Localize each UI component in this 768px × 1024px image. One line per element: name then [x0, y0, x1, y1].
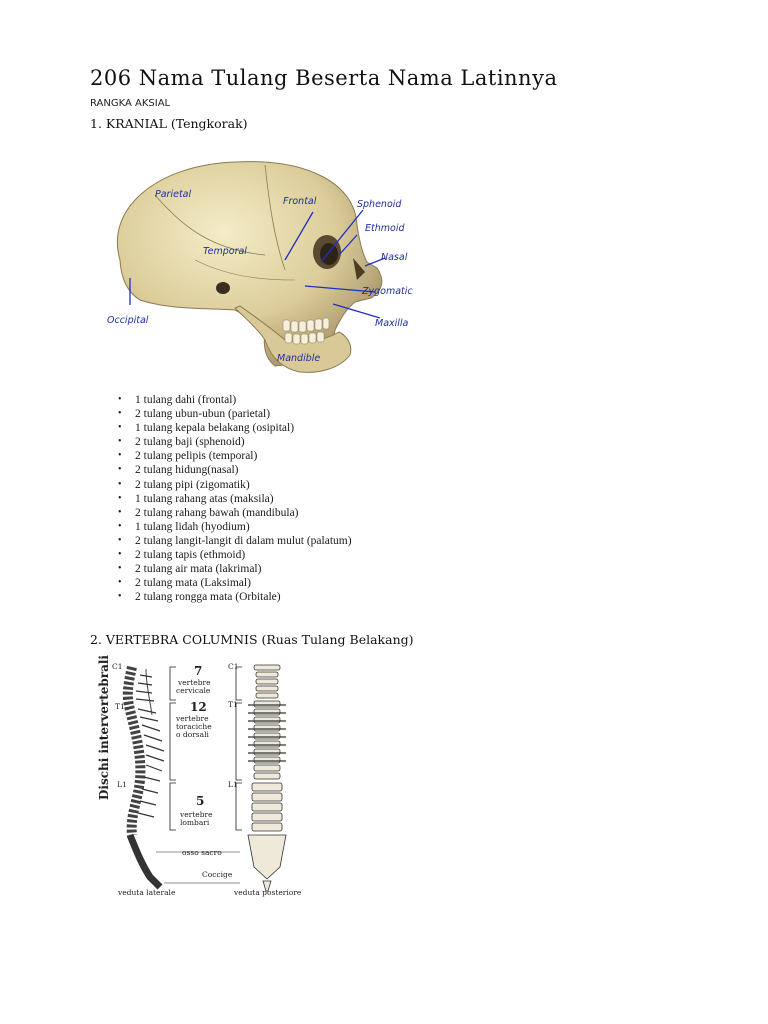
label-l1-posterior: L1 — [228, 780, 238, 789]
list-item: 2 tulang pipi (zigomatik) — [118, 478, 352, 492]
list-item: 2 tulang air mata (lakrimal) — [118, 562, 352, 576]
label-lateral-view: veduta laterale — [117, 888, 176, 897]
label-cervical-name-1: vertebre — [177, 678, 211, 687]
list-item: 2 tulang mata (Laksimal) — [118, 576, 352, 590]
bone-list-cranial: 1 tulang dahi (frontal) 2 tulang ubun-ub… — [118, 393, 352, 605]
label-occipital: Occipital — [107, 315, 149, 326]
label-l1-lateral: L1 — [117, 780, 127, 789]
label-lumbar-count: 5 — [196, 794, 204, 808]
list-item: 2 tulang ubun-ubun (parietal) — [118, 407, 352, 421]
label-thoracic-name-1: vertebre — [175, 714, 209, 723]
list-item: 1 tulang kepala belakang (osipital) — [118, 421, 352, 435]
label-c1-lateral: C1 — [112, 662, 123, 671]
label-ethmoid: Ethmoid — [365, 223, 405, 234]
label-parietal: Parietal — [155, 189, 191, 200]
label-thoracic-name-2: toraciche — [176, 722, 212, 731]
label-sacrum: osso sacro — [182, 848, 222, 857]
label-t1-posterior: T1 — [228, 700, 238, 709]
section-heading-vertebra: 2. VERTEBRA COLUMNIS (Ruas Tulang Belaka… — [90, 632, 414, 647]
page-title: 206 Nama Tulang Beserta Nama Latinnya — [90, 66, 558, 90]
label-lumbar-name-1: vertebre — [179, 810, 213, 819]
subheading: RANGKA AKSIAL — [90, 98, 171, 109]
label-thoracic-name-3: o dorsali — [176, 730, 210, 739]
label-mandible: Mandible — [277, 353, 320, 364]
list-item: 2 tulang tapis (ethmoid) — [118, 548, 352, 562]
list-item: 2 tulang pelipis (temporal) — [118, 449, 352, 463]
label-t1-lateral: T1 — [115, 702, 125, 711]
label-cervical-count: 7 — [194, 664, 202, 678]
list-item: 1 tulang dahi (frontal) — [118, 393, 352, 407]
spine-figure: Dischi intervertebrali C1 T1 L1 7 verteb… — [97, 655, 302, 897]
posterior-spine — [247, 664, 287, 892]
list-item: 2 tulang rahang bawah (mandibula) — [118, 506, 352, 520]
skull-cranium — [116, 161, 383, 367]
label-thoracic-count: 12 — [190, 700, 207, 714]
list-item: 1 tulang lidah (hyodium) — [118, 520, 352, 534]
label-posterior-view: veduta posteriore — [233, 888, 302, 897]
list-item: 2 tulang baji (sphenoid) — [118, 435, 352, 449]
label-frontal: Frontal — [283, 196, 317, 207]
label-c1-posterior: C1 — [228, 662, 239, 671]
list-item: 2 tulang hidung(nasal) — [118, 463, 352, 477]
section-heading-cranial: 1. KRANIAL (Tengkorak) — [90, 116, 248, 131]
label-zygomatic: Zygomatic — [361, 286, 413, 297]
list-item: 2 tulang rongga mata (Orbitale) — [118, 590, 352, 604]
label-maxilla: Maxilla — [375, 318, 409, 329]
label-lumbar-name-2: lombari — [180, 818, 210, 827]
label-sphenoid: Sphenoid — [357, 199, 402, 210]
list-item: 2 tulang langit-langit di dalam mulut (p… — [118, 534, 352, 548]
list-item: 1 tulang rahang atas (maksila) — [118, 492, 352, 506]
label-coccyx: Coccige — [202, 870, 233, 879]
label-temporal: Temporal — [203, 246, 247, 257]
label-dischi-intervertebrali: Dischi intervertebrali — [97, 655, 111, 800]
label-cervical-name-2: cervicale — [176, 686, 211, 695]
skull-figure: Parietal Frontal Sphenoid Ethmoid Tempor… — [107, 161, 413, 373]
label-nasal: Nasal — [381, 252, 408, 263]
